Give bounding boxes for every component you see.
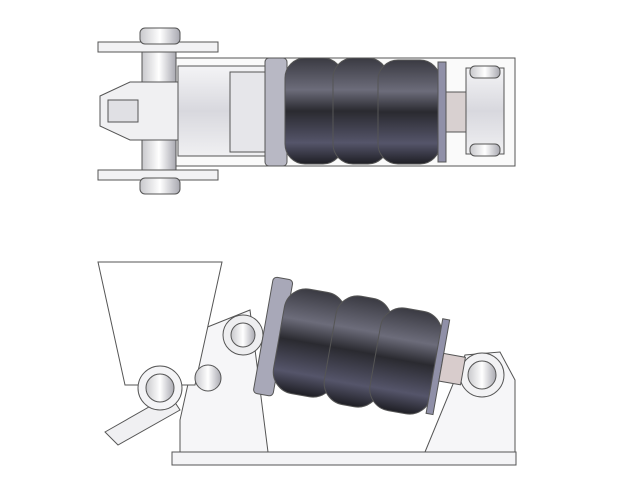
end-connector [445, 91, 469, 133]
secondary-pivot [194, 364, 222, 392]
pin-top [139, 27, 181, 45]
upper-mount-plate [264, 57, 288, 167]
end-pin-bottom [469, 143, 501, 157]
side-view [97, 261, 517, 466]
pin-bottom [139, 177, 181, 195]
upper-pivot [230, 322, 256, 348]
clevis-slot [107, 99, 139, 123]
main-pivot-inner [145, 373, 175, 403]
end-pin [469, 65, 501, 79]
bellows-top [284, 57, 441, 165]
lower-mount-plate [437, 61, 447, 163]
bellows-side [253, 276, 466, 416]
base-plate [171, 451, 517, 466]
hopper [97, 261, 223, 386]
end-pivot [467, 360, 497, 390]
end-bracket [465, 67, 505, 155]
top-view [97, 27, 516, 195]
